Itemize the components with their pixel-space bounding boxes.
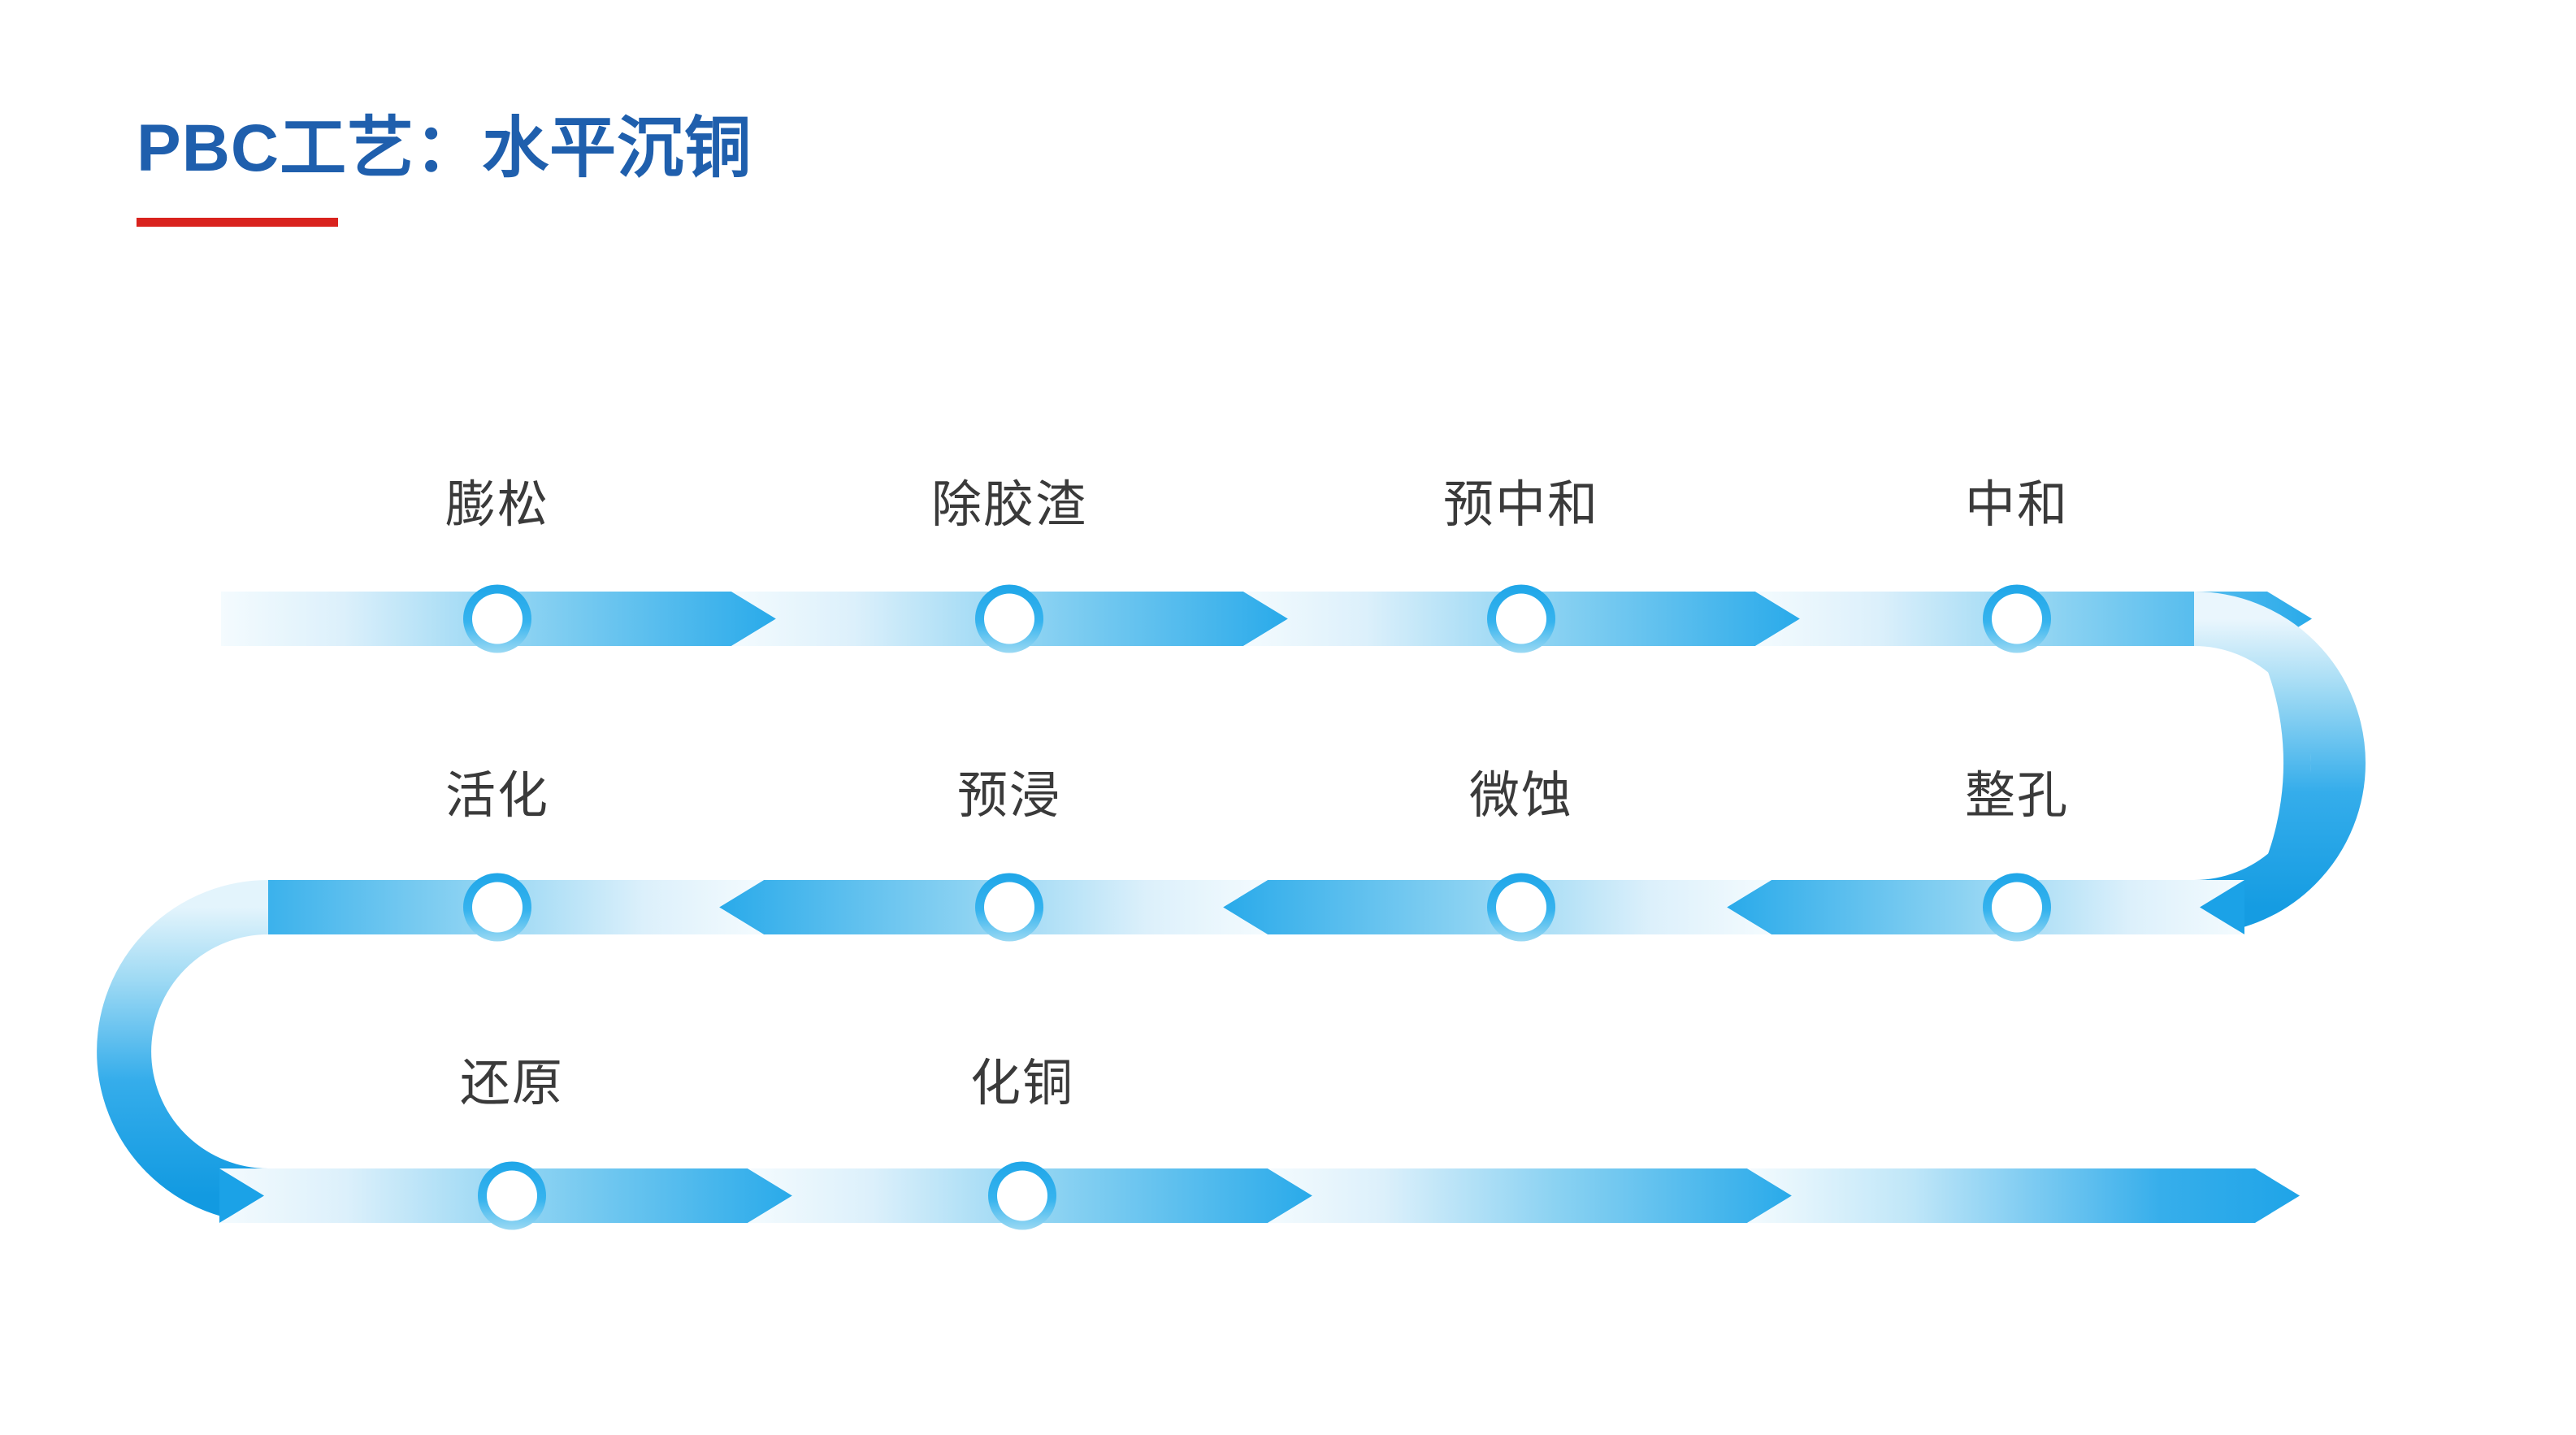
step-label-chujiaozha: 除胶渣 [930, 477, 1088, 533]
flow-node-9[interactable] [478, 1161, 546, 1230]
flow-node-4[interactable] [1983, 584, 2051, 653]
flow-node-6[interactable] [1487, 873, 1555, 942]
step-label-yuzhonghe: 预中和 [1442, 477, 1600, 533]
flow-node-10[interactable] [988, 1161, 1056, 1230]
step-label-zhonghe: 中和 [1964, 477, 2070, 533]
u-turn-right-band [2193, 592, 2366, 934]
flow-node-8[interactable] [463, 873, 531, 942]
step-label-huanyuan: 还原 [459, 1056, 565, 1112]
u-turn-left-arrowhead [219, 1168, 264, 1223]
flow-node-5[interactable] [1983, 873, 2051, 942]
flow-segment-12 [1747, 1168, 2300, 1223]
step-label-huatong: 化铜 [969, 1056, 1075, 1112]
u-turn-right-arrowhead [2200, 880, 2244, 934]
flow-node-7[interactable] [975, 873, 1043, 942]
step-label-yujin: 预浸 [956, 768, 1062, 824]
connector-u-turn-right [2193, 592, 2366, 934]
flow-node-2[interactable] [975, 584, 1043, 653]
step-label-pengsong: 膨松 [445, 477, 550, 533]
title-block: PBC工艺：水平沉铜 [137, 111, 752, 228]
u-turn-left-band [97, 880, 269, 1223]
flow-node-1[interactable] [463, 584, 531, 653]
step-label-huohua: 活化 [445, 768, 550, 824]
step-label-zhengkong: 整孔 [1964, 768, 2070, 824]
title-underline-accent [137, 218, 338, 228]
flow-segment-11 [1268, 1168, 1792, 1223]
step-label-weishi: 微蚀 [1468, 768, 1574, 824]
flow-node-3[interactable] [1487, 584, 1555, 653]
flow-nodes [463, 584, 2051, 1230]
connector-u-turn-left [97, 880, 269, 1223]
page-title: PBC工艺：水平沉铜 [137, 111, 752, 185]
